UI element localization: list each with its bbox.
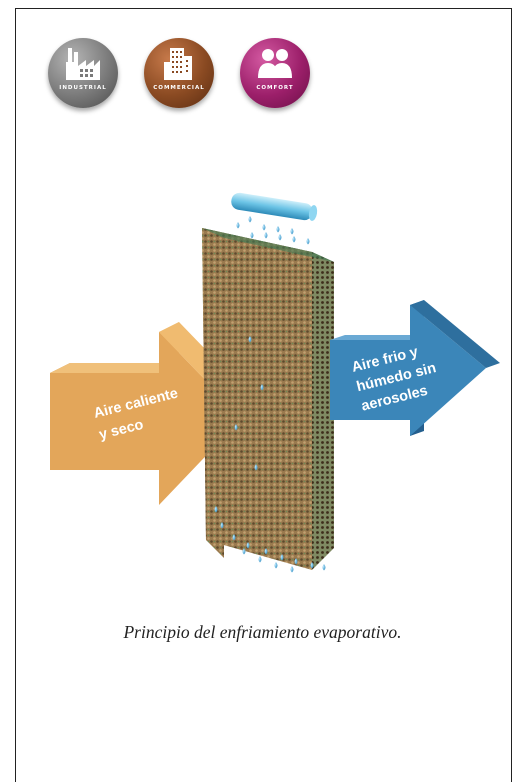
badge-industrial-label: INDUSTRIAL (59, 85, 107, 91)
badge-commercial-label: COMMERCIAL (153, 85, 205, 91)
water-droplet (236, 222, 240, 229)
water-droplet (276, 226, 280, 233)
water-droplet (234, 424, 238, 431)
water-pipe (231, 192, 318, 221)
water-droplet (262, 224, 266, 231)
water-droplet (246, 542, 250, 549)
water-droplet (264, 548, 268, 555)
water-droplet (242, 548, 246, 555)
water-droplet (220, 522, 224, 529)
water-droplet (310, 562, 314, 569)
outlet-label: Aire frio y húmedo sin aerosoles (350, 340, 446, 415)
water-droplet (322, 564, 326, 571)
badge-industrial[interactable]: INDUSTRIAL (48, 38, 118, 108)
factory-icon (66, 48, 100, 80)
badge-commercial[interactable]: COMMERCIAL (144, 38, 214, 108)
water-droplet (254, 464, 258, 471)
water-droplets (214, 216, 326, 573)
cooling-pad (202, 228, 334, 570)
water-droplet (306, 238, 310, 245)
water-droplet (278, 234, 282, 241)
water-droplet (258, 556, 262, 563)
water-droplet (264, 232, 268, 239)
people-icon (258, 49, 292, 78)
water-droplet (290, 566, 294, 573)
water-droplet (250, 232, 254, 239)
water-droplet (248, 336, 252, 343)
water-droplet (274, 562, 278, 569)
water-droplet (294, 558, 298, 565)
water-droplet (214, 506, 218, 513)
water-droplet (232, 534, 236, 541)
water-droplet (290, 228, 294, 235)
water-droplet (292, 236, 296, 243)
badge-comfort-label: COMFORT (256, 85, 294, 91)
water-droplet (280, 554, 284, 561)
badge-comfort[interactable]: COMFORT (240, 38, 310, 108)
evaporative-cooling-diagram: Aire caliente y seco Aire frio y húmedo … (50, 192, 500, 573)
water-droplet (260, 384, 264, 391)
building-icon (164, 48, 192, 80)
water-droplet (248, 216, 252, 223)
cool-air-arrow (330, 300, 500, 436)
figure-caption: Principio del enfriamiento evaporativo. (123, 622, 402, 642)
